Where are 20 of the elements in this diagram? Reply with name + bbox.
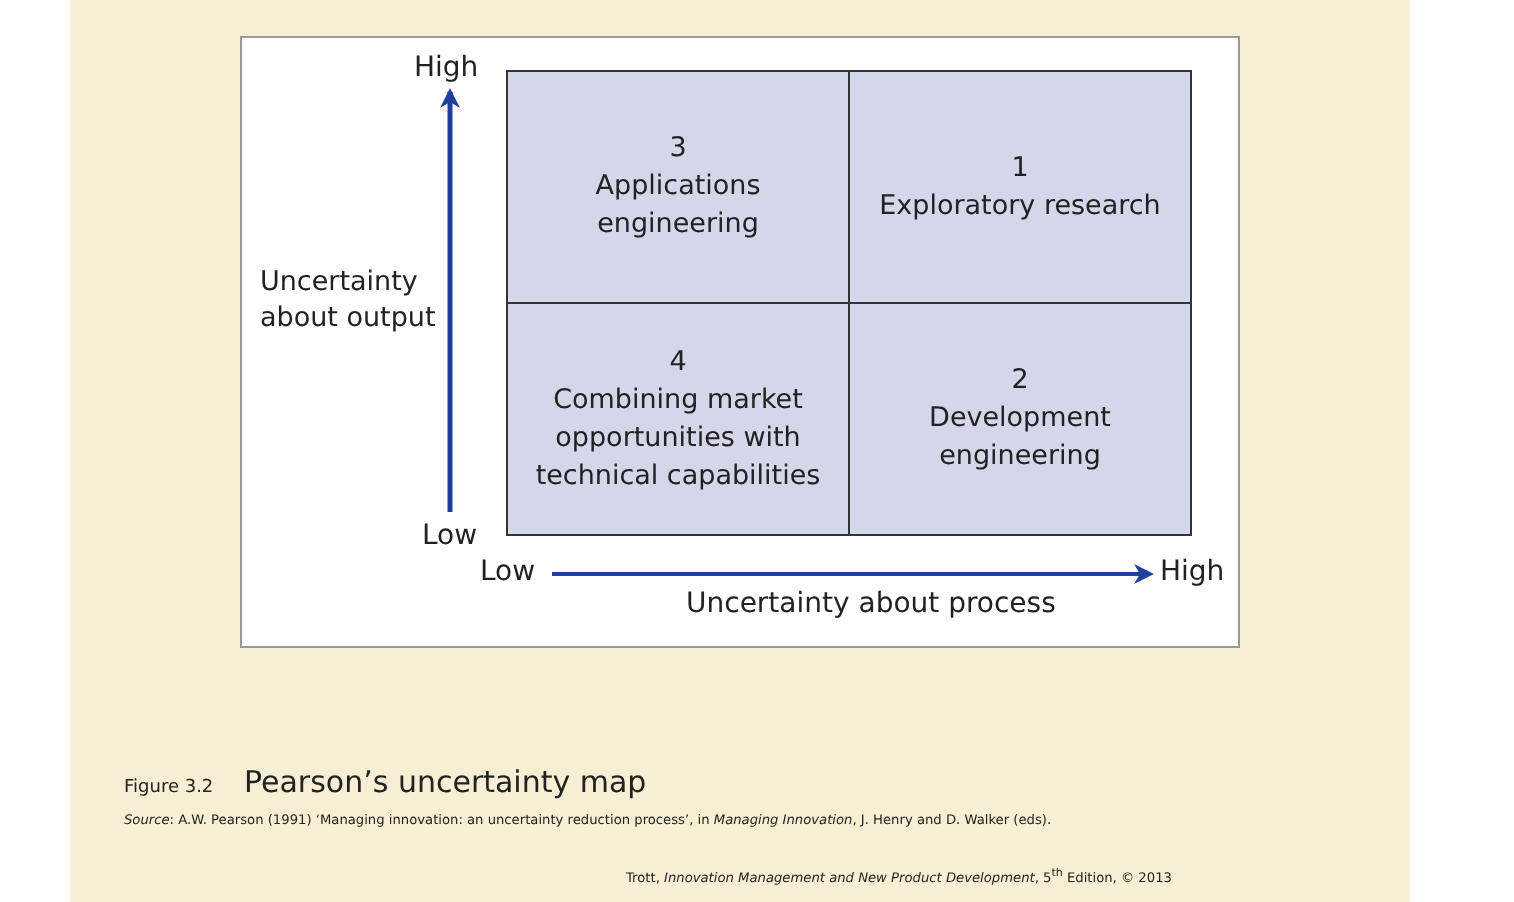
axis-title: Uncertainty about process xyxy=(686,588,1056,620)
axis-title: Uncertainty about output xyxy=(260,264,438,336)
quadrant-label: Combining market opportunities with technical capabilities xyxy=(533,381,823,495)
quadrant-number: 3 xyxy=(669,130,687,168)
quadrant-cell xyxy=(506,302,850,536)
figure-number: Figure 3.2 xyxy=(124,778,214,798)
axis-end-label: Low xyxy=(480,556,536,588)
quadrant-cell xyxy=(506,70,850,304)
quadrant-number: 4 xyxy=(669,343,687,381)
quadrant-label: Development engineering xyxy=(927,400,1113,476)
quadrant-number: 2 xyxy=(1011,362,1029,400)
quadrant-cell xyxy=(848,302,1192,536)
figure-title: Pearson’s uncertainty map xyxy=(244,764,647,800)
quadrant-label: Applications engineering xyxy=(593,168,763,244)
quadrant-cell xyxy=(848,70,1192,304)
axis-end-label: High xyxy=(414,52,479,84)
quadrant-number: 1 xyxy=(1011,149,1029,187)
axis-end-label: Low xyxy=(422,520,478,552)
quadrant-label: Exploratory research xyxy=(879,187,1161,225)
axis-end-label: High xyxy=(1160,556,1225,588)
